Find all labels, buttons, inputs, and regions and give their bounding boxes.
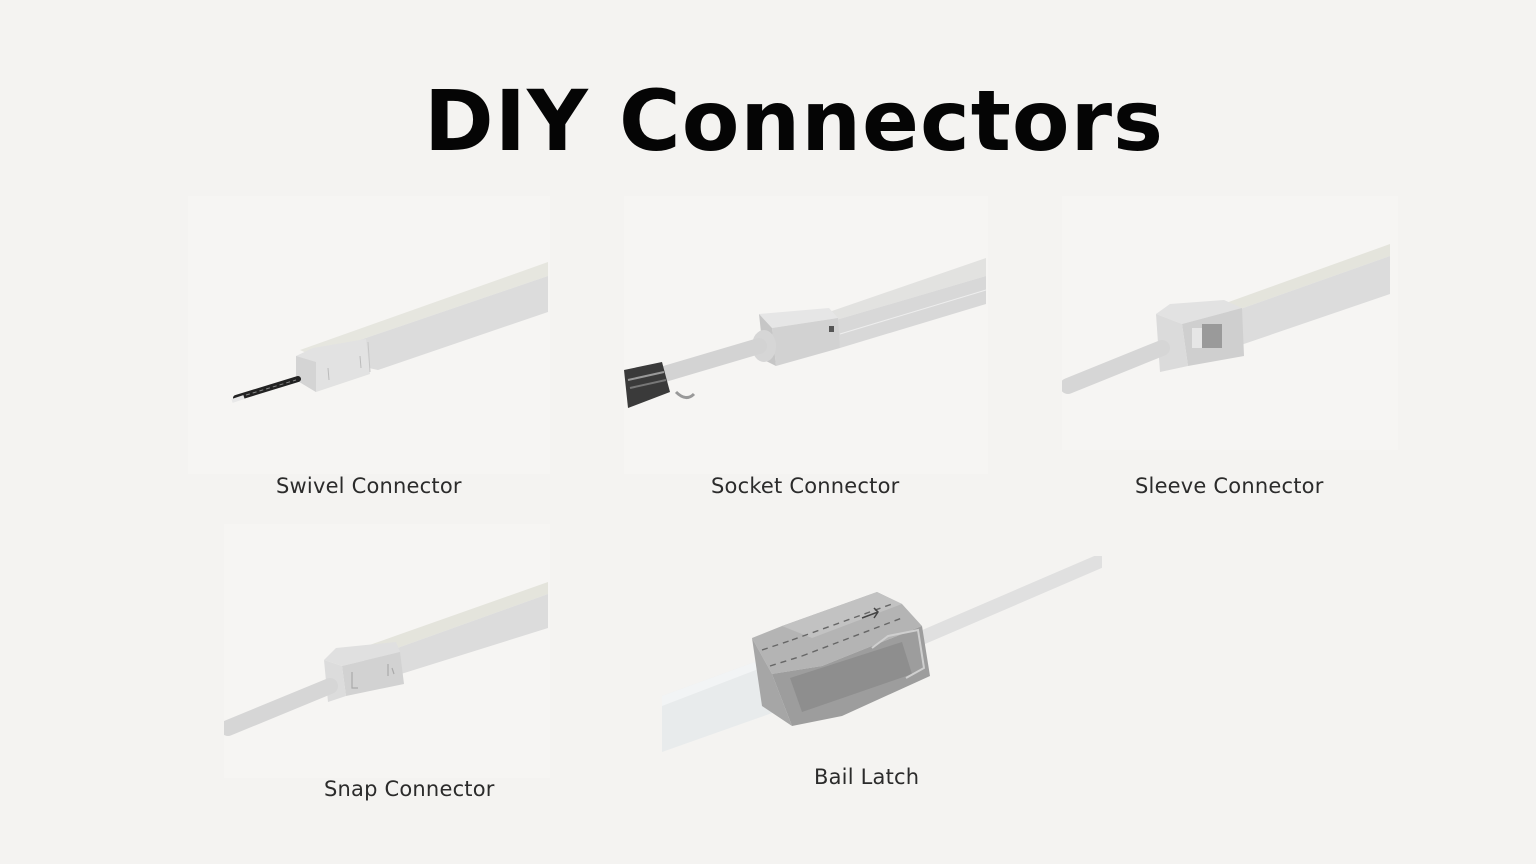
caption-bail-latch: Bail Latch	[814, 765, 920, 789]
product-card-snap	[224, 524, 550, 778]
bail-latch-image	[662, 556, 1102, 752]
page-title-text: DIY Connectors	[424, 72, 1165, 170]
caption-snap-connector: Snap Connector	[324, 777, 495, 801]
socket-connector-image	[624, 258, 987, 408]
product-card-socket	[624, 196, 988, 474]
product-card-sleeve	[1062, 196, 1398, 450]
product-card-bail-latch	[662, 556, 1102, 756]
swivel-connector-image	[231, 262, 548, 403]
page-title: DIY Connectors	[0, 72, 1536, 172]
caption-swivel-connector: Swivel Connector	[276, 474, 462, 498]
sleeve-connector-image	[1062, 244, 1390, 394]
product-card-swivel	[188, 196, 550, 474]
snap-connector-image	[224, 582, 548, 736]
caption-socket-connector: Socket Connector	[711, 474, 900, 498]
caption-sleeve-connector: Sleeve Connector	[1135, 474, 1324, 498]
